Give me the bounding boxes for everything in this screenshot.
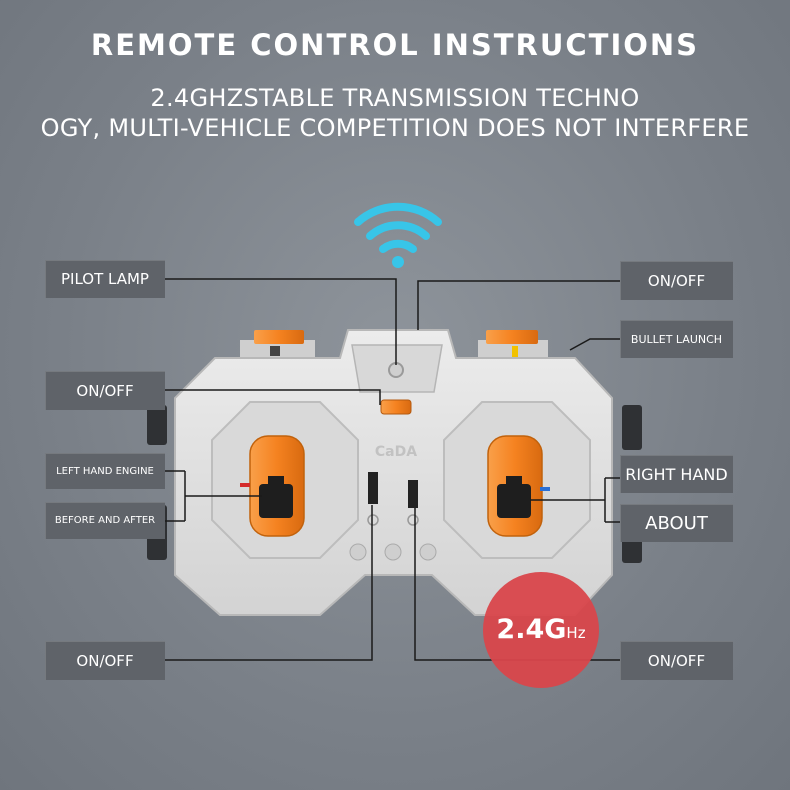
label-right-hand: RIGHT HAND [620,455,733,493]
right-hand-lever [443,401,591,559]
page-title: REMOTE CONTROL INSTRUCTIONS [90,28,700,62]
frequency-badge-text: 2.4GHz [496,614,586,645]
label-on-off-top-right: ON/OFF [620,261,733,300]
brand-logo: CaDA [375,444,417,460]
bullet-launch-button [478,330,548,362]
label-on-off-bottom-left: ON/OFF [45,641,165,680]
frequency-badge [483,572,599,688]
label-on-off-left: ON/OFF [45,371,165,410]
label-bullet-launch: BULLET LAUNCH [620,320,733,358]
left-hand-engine-lever [211,401,359,559]
label-about: ABOUT [620,504,733,542]
subtitle-line-1: 2.4GHZSTABLE TRANSMISSION TECHNO [150,84,640,112]
label-on-off-bottom-right: ON/OFF [620,641,733,680]
label-before-and-after: BEFORE AND AFTER [45,502,165,539]
label-pilot-lamp: PILOT LAMP [45,260,165,298]
power-switch [380,399,412,415]
label-left-hand-engine: LEFT HAND ENGINE [45,453,165,489]
pilot-lamp [388,362,404,378]
center-switches [349,472,437,561]
wifi-signal-icon [354,202,442,268]
left-shoulder-button [240,330,315,362]
subtitle-line-2: OGY, MULTI-VEHICLE COMPETITION DOES NOT … [40,114,750,142]
